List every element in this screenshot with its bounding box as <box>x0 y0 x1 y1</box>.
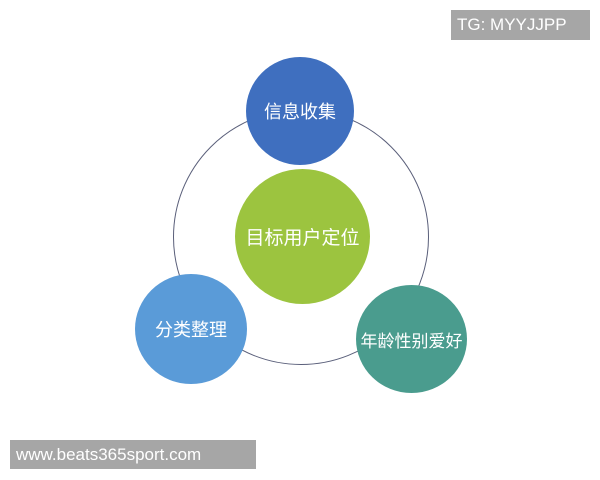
node-label: 年龄性别爱好 <box>360 331 463 352</box>
node-label: 目标用户定位 <box>245 227 360 249</box>
node-target-user-positioning: 目标用户定位 <box>235 169 370 304</box>
watermark-bottom-left: www.beats365sport.com <box>10 440 256 469</box>
watermark-text: www.beats365sport.com <box>16 444 202 464</box>
watermark-top-right: TG: MYYJJPP <box>451 10 590 40</box>
node-label: 分类整理 <box>155 320 227 341</box>
node-age-gender-hobby: 年龄性别爱好 <box>356 285 467 393</box>
node-classification: 分类整理 <box>135 274 247 384</box>
node-info-collection: 信息收集 <box>246 57 354 165</box>
node-label: 信息收集 <box>264 102 336 123</box>
watermark-text: TG: MYYJJPP <box>457 15 567 34</box>
